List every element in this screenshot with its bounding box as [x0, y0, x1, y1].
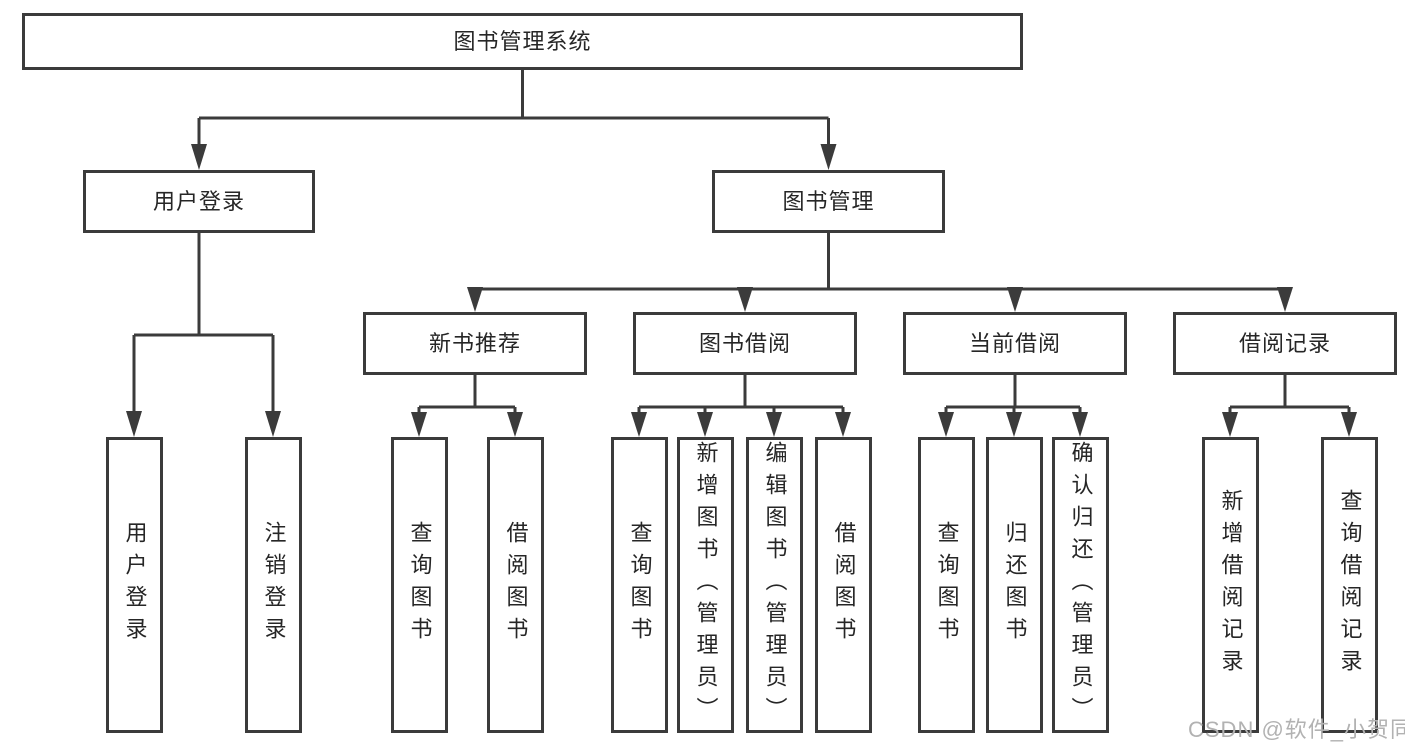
node-current-borrow-label: 当前借阅	[968, 330, 1061, 356]
leaf-confirm-return-admin: 确认归还（管理员）	[1052, 437, 1109, 733]
leaf-recommend-query-book-label: 查询图书	[407, 521, 433, 649]
arrowheads	[126, 144, 1357, 437]
arrowhead	[1341, 412, 1357, 437]
leaf-return-book: 归还图书	[986, 437, 1043, 733]
leaf-borrow-query-book-label: 查询图书	[627, 521, 653, 649]
arrowhead	[1072, 412, 1088, 437]
node-current-borrow: 当前借阅	[903, 312, 1127, 375]
leaf-edit-book-admin: 编辑图书（管理员）	[746, 437, 803, 733]
arrowhead	[126, 411, 142, 437]
leaf-user-login: 用户登录	[106, 437, 163, 733]
leaf-add-book-admin: 新增图书（管理员）	[677, 437, 734, 733]
arrowhead	[467, 287, 483, 312]
node-borrow-record-label: 借阅记录	[1238, 330, 1331, 356]
leaf-confirm-return-admin-label: 确认归还（管理员）	[1068, 441, 1094, 729]
node-user-login: 用户登录	[83, 170, 315, 233]
csdn-watermark: CSDN @软件_小贺同学	[1188, 717, 1405, 742]
leaf-borrow-book-label: 借阅图书	[831, 521, 857, 649]
node-book-management: 图书管理	[712, 170, 945, 233]
node-book-management-label: 图书管理	[782, 188, 875, 214]
node-book-borrow: 图书借阅	[633, 312, 857, 375]
node-user-login-label: 用户登录	[152, 188, 245, 214]
arrowhead	[1222, 412, 1238, 437]
arrowhead	[411, 412, 427, 437]
arrowhead	[1006, 412, 1022, 437]
leaf-recommend-borrow-book: 借阅图书	[487, 437, 544, 733]
node-root-label: 图书管理系统	[453, 28, 592, 54]
arrowhead	[191, 144, 207, 170]
node-new-book-recommend: 新书推荐	[363, 312, 587, 375]
node-root: 图书管理系统	[22, 13, 1023, 70]
arrowhead	[507, 412, 523, 437]
arrowhead	[766, 412, 782, 437]
leaf-recommend-borrow-book-label: 借阅图书	[503, 521, 529, 649]
arrowhead	[1277, 287, 1293, 312]
leaf-current-query-book-label: 查询图书	[934, 521, 960, 649]
leaf-recommend-query-book: 查询图书	[391, 437, 448, 733]
arrowhead	[265, 411, 281, 437]
leaf-user-login-label: 用户登录	[122, 521, 148, 649]
node-borrow-record: 借阅记录	[1173, 312, 1397, 375]
leaf-add-book-admin-label: 新增图书（管理员）	[693, 441, 719, 729]
node-book-borrow-label: 图书借阅	[698, 330, 791, 356]
leaf-current-query-book: 查询图书	[918, 437, 975, 733]
arrowhead	[737, 287, 753, 312]
leaf-logout: 注销登录	[245, 437, 302, 733]
leaf-query-borrow-record-label: 查询借阅记录	[1337, 489, 1363, 681]
leaf-borrow-book: 借阅图书	[815, 437, 872, 733]
arrowhead	[631, 412, 647, 437]
arrowhead	[697, 412, 713, 437]
leaf-add-borrow-record-label: 新增借阅记录	[1218, 489, 1244, 681]
arrowhead	[1007, 287, 1023, 312]
arrowhead	[820, 144, 837, 170]
arrowhead	[938, 412, 954, 437]
leaf-return-book-label: 归还图书	[1002, 521, 1028, 649]
arrowhead	[835, 412, 851, 437]
node-new-book-recommend-label: 新书推荐	[428, 330, 521, 356]
leaf-edit-book-admin-label: 编辑图书（管理员）	[762, 441, 788, 729]
leaf-logout-label: 注销登录	[261, 521, 287, 649]
leaf-add-borrow-record: 新增借阅记录	[1202, 437, 1259, 733]
leaf-borrow-query-book: 查询图书	[611, 437, 668, 733]
leaf-query-borrow-record: 查询借阅记录	[1321, 437, 1378, 733]
